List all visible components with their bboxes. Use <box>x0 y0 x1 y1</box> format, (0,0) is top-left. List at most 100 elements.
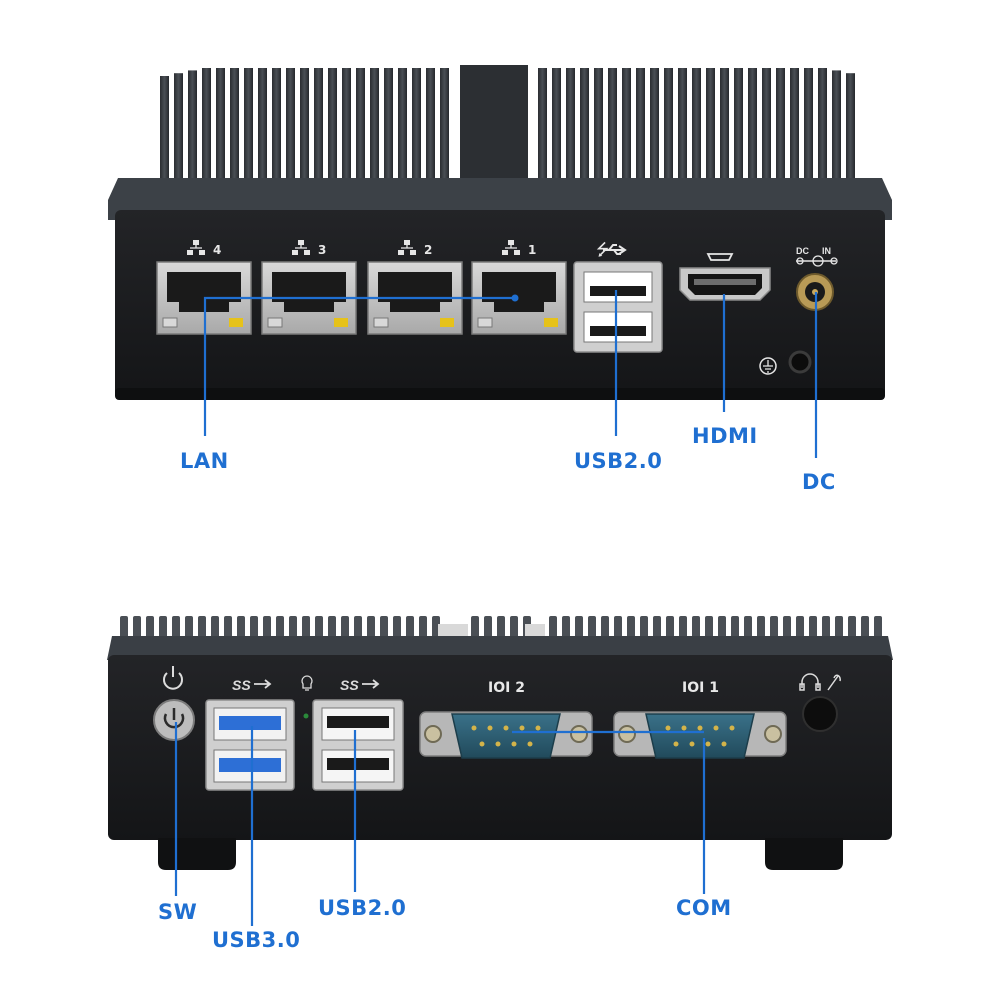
audio-jack-front[interactable] <box>788 350 812 374</box>
heatsink-fin <box>172 616 180 640</box>
usb2-rear-logo: SS <box>340 677 359 693</box>
heatsink-fin <box>790 68 799 190</box>
heatsink-fin <box>566 68 575 190</box>
dc-callout-label: DC <box>802 470 836 494</box>
lan-port-number: 1 <box>528 243 536 257</box>
heatsink-fin <box>650 68 659 190</box>
heatsink-fin <box>608 68 617 190</box>
com-screw <box>618 725 636 743</box>
heatsink-fin <box>341 616 349 640</box>
heatsink-fin <box>692 616 700 640</box>
heatsink-fin <box>398 68 407 190</box>
heatsink-fin <box>636 68 645 190</box>
lan-led-green <box>477 317 493 328</box>
heatsink-gap <box>438 624 468 638</box>
com1-label: IOI 1 <box>682 680 719 696</box>
lan-led-yellow <box>229 318 243 327</box>
heatsink-fin <box>276 616 284 640</box>
lan-led-green <box>267 317 283 328</box>
heatsink-fin <box>272 68 281 190</box>
heatsink-fin <box>202 68 211 190</box>
heatsink-fin <box>846 73 855 190</box>
lan-led-yellow <box>544 318 558 327</box>
heatsink-fin <box>538 68 547 190</box>
heatsink-fin <box>666 616 674 640</box>
lan-callout-label: LAN <box>180 449 229 473</box>
heatsink-fin <box>120 616 128 640</box>
heatsink-fin <box>731 616 739 640</box>
rear-callout-lines <box>174 722 706 926</box>
heatsink-fin <box>367 616 375 640</box>
heatsink-fin <box>354 616 362 640</box>
heatsink-fin <box>653 616 661 640</box>
heatsink-fin <box>185 616 193 640</box>
heatsink-fin <box>174 73 183 190</box>
microphone-icon <box>827 674 841 691</box>
usb2-tongue-upper <box>590 286 646 296</box>
com-callout-label: COM <box>676 896 732 920</box>
lan-led-green <box>162 317 178 328</box>
com-screw <box>570 725 588 743</box>
heatsink-fin <box>804 68 813 190</box>
heatsink-fin <box>342 68 351 190</box>
heatsink-fin <box>289 616 297 640</box>
heatsink-fin <box>230 68 239 190</box>
heatsink-fin <box>393 616 401 640</box>
lan-callout-line <box>203 296 515 436</box>
usb3-symbol-icon <box>254 679 272 689</box>
dc-in-label: IN <box>822 246 831 256</box>
heatsink-fin <box>370 68 379 190</box>
heatsink-gap <box>525 624 545 638</box>
heatsink-fin <box>580 68 589 190</box>
heatsink-fin <box>328 616 336 640</box>
usb3-tongue-upper <box>219 716 281 730</box>
heatsink-fin <box>762 68 771 190</box>
rear-heatsink <box>120 616 882 640</box>
heatsink-fin <box>757 616 765 640</box>
heatsink-fin <box>594 68 603 190</box>
heatsink-fin <box>601 616 609 640</box>
heatsink-fin <box>692 68 701 190</box>
ground-icon-lines <box>763 360 773 373</box>
hdmi-callout-label: HDMI <box>692 424 758 448</box>
heatsink-fin <box>640 616 648 640</box>
power-button-glyph <box>163 708 185 729</box>
heatsink-fin <box>874 616 882 640</box>
heatsink-fin <box>356 68 365 190</box>
heatsink-fin <box>302 616 310 640</box>
front-top-plate <box>460 65 528 200</box>
heatsink-fin <box>848 616 856 640</box>
rear-heatsink-lip <box>107 636 893 660</box>
rear-device: SS SS IOI 2 IOI 1 <box>107 616 893 926</box>
audio-jack-rear[interactable] <box>802 696 838 732</box>
heatsink-fin <box>211 616 219 640</box>
lan-port-number: 2 <box>424 243 432 257</box>
front-usb2-stack: ⭍ <box>573 241 663 353</box>
heatsink-fin <box>770 616 778 640</box>
status-led <box>303 713 309 719</box>
heatsink-fin <box>497 616 505 640</box>
lan-port-number: 4 <box>213 243 221 257</box>
heatsink-fin <box>562 616 570 640</box>
com1-port[interactable] <box>613 711 787 759</box>
usb2-rear-symbol-icon <box>362 679 380 689</box>
heatsink-fin <box>133 616 141 640</box>
heatsink-fin <box>380 616 388 640</box>
heatsink-fin <box>744 616 752 640</box>
usb2-rear-tongue-upper <box>327 716 389 728</box>
heatsink-fin <box>300 68 309 190</box>
com2-port[interactable] <box>419 711 593 759</box>
heatsink-fin <box>426 68 435 190</box>
heatsink-fin <box>159 616 167 640</box>
heatsink-fin <box>678 68 687 190</box>
lan-led-yellow <box>440 318 454 327</box>
network-icon <box>187 240 205 255</box>
heatsink-fin <box>720 68 729 190</box>
heatsink-fin <box>244 68 253 190</box>
heatsink-fin <box>549 616 557 640</box>
com-screw <box>764 725 782 743</box>
dc-polarity-minus <box>796 257 804 265</box>
heatsink-fin <box>809 616 817 640</box>
